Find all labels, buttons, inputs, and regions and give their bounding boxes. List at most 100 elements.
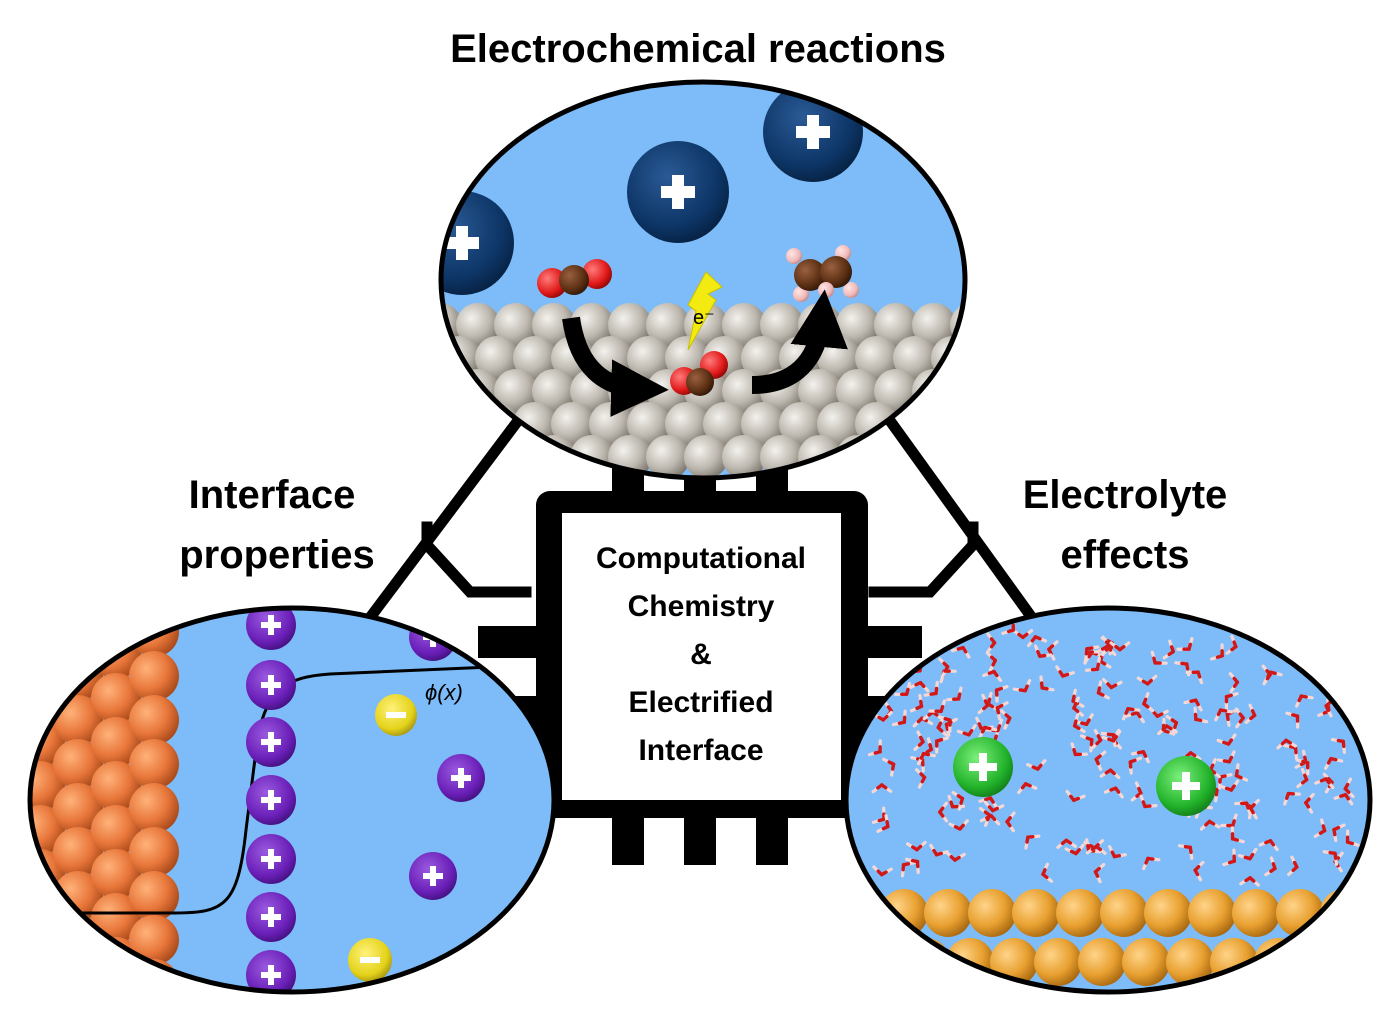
water-molecules [867,617,1362,887]
electrode-atom [1034,938,1082,986]
oxygen-atom [1155,712,1164,718]
water-molecule [909,693,924,713]
surface-atom [817,402,861,446]
water-molecule [1027,635,1048,648]
oxygen-atom [1096,691,1105,697]
oxygen-atom [953,855,961,862]
water-molecule [1136,674,1158,686]
oxygen-atom [1319,777,1328,783]
water-molecule [1216,733,1237,746]
surface-atom [551,402,595,446]
water-molecule [1072,713,1086,734]
water-molecule [1304,792,1315,814]
surface-atom [532,369,576,413]
water-molecule [937,715,952,733]
hydrogen-bond [1343,631,1351,646]
surface-atom [741,336,785,380]
water-molecule [1056,838,1078,849]
plus-icon-stroke [268,790,274,810]
surface-atom [722,435,766,478]
oxygen-atom [1231,819,1236,828]
anion-left-2 [348,938,392,982]
oxygen-atom [956,629,964,637]
oxygen-atom [1021,632,1029,640]
surface-atom [456,303,500,347]
oxygen-atom [1025,835,1030,844]
oxygen-atom [1234,773,1243,780]
oxygen-atom [1343,787,1351,794]
water-molecule [1345,829,1360,847]
oxygen-atom [995,706,1001,715]
water-molecule [1292,644,1305,665]
water-molecule [1248,798,1260,820]
electrode-atom [30,761,65,811]
oxygen-atom [1170,718,1179,725]
water-molecule [1244,703,1257,725]
oxygen-atom [1250,709,1257,717]
oxygen-atom [1227,755,1234,764]
water-molecule [982,669,1003,683]
oxygen-atom [1204,819,1212,827]
electrode-atom [91,717,141,767]
water-molecule [1199,819,1221,831]
anion-left-1 [375,694,417,736]
surface-atom [475,336,519,380]
water-molecule [1220,813,1238,828]
water-molecule [978,725,998,739]
plus-icon-stroke [268,907,274,927]
surface-atom [665,402,709,446]
oxygen-atom [1345,631,1352,640]
oxygen-atom [1095,662,1101,671]
water-molecule [1074,713,1094,726]
electrode-atom [53,739,103,789]
surface-atom [703,402,747,446]
oxygen-atom [1328,850,1337,856]
water-molecule [1314,777,1335,790]
water-molecule [1109,641,1131,652]
oxygen-atom [1061,672,1070,678]
oxygen-atom [1297,694,1303,703]
chip-label-line1: Computational [596,542,806,575]
oxygen-atom [1332,827,1337,837]
electrode-atom [53,959,103,992]
water-molecule [905,857,920,875]
water-molecule [1150,650,1168,665]
water-molecule [1295,694,1314,708]
water-molecule [908,680,930,693]
surface-atom [836,369,880,413]
surface-atom [855,336,899,380]
minus-icon [386,712,406,718]
oxygen-atom [1084,718,1091,726]
oxygen-atom [1285,791,1291,800]
chip-inner [562,513,841,800]
chip-label-line5: Interface [638,734,763,767]
surface-atom [456,369,500,413]
water-molecule [938,801,949,823]
oxygen-atom [983,810,992,817]
oxygen-atom [1118,644,1126,652]
oxygen-atom [882,671,891,678]
water-molecule [891,709,907,727]
hydrogen-bond [956,619,967,633]
plus-icon-stroke [268,615,274,635]
water-molecule [1095,644,1117,656]
oxygen-atom [1074,848,1081,856]
water-molecule [935,736,949,754]
plus-icon-stroke [268,849,274,869]
oxygen-atom [1189,698,1198,703]
oxygen-atom [1040,686,1049,691]
electrode-atom [30,608,65,635]
water-molecule [1084,645,1100,662]
electron-label: e⁻ [693,307,715,329]
oxygen-atom [1320,625,1329,633]
oxygen-atom [1291,713,1300,718]
double-layer-cation [246,717,296,767]
oxygen-atom [996,724,1002,733]
oxygen-atom [1109,786,1118,792]
water-molecule [871,806,886,824]
oxygen-atom [934,851,943,857]
oxygen-atom [1229,784,1236,792]
minus-icon [360,957,380,963]
surface-atom [950,369,965,413]
water-molecule [915,768,927,789]
